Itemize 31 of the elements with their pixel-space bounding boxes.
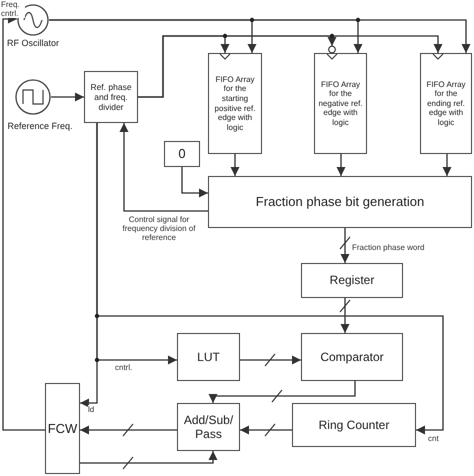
arrow (336, 154, 346, 176)
comparator-box: Comparator (301, 333, 403, 381)
arrow (181, 167, 208, 198)
lut-box: LUT (177, 333, 240, 381)
fifo-box: FIFO Array for the ending ref. edge with logic (420, 53, 472, 154)
register-box: Register (301, 263, 403, 298)
fifo-box: FIFO Array for the starting positive ref. edge with logic (208, 53, 262, 154)
node-label: RF Oscillator (6, 38, 60, 48)
arrow (340, 228, 350, 263)
arrow (230, 154, 240, 176)
adder-box: Add/Sub/ Pass (177, 403, 240, 451)
arrow (340, 298, 350, 333)
edge-label: Freq. cntrl. (1, 0, 25, 18)
arrow (208, 381, 356, 403)
arrow (240, 425, 292, 435)
arrow (119, 123, 208, 212)
arrow (51, 92, 84, 102)
constant-box: 0 (164, 141, 200, 167)
arrow (80, 123, 98, 408)
process-box: Fraction phase bit generation (208, 176, 472, 228)
arrow (138, 35, 443, 98)
arrow (442, 154, 452, 176)
fifo-box: FIFO Array for the negative ref. edge with logic (314, 53, 367, 154)
arrow (49, 19, 471, 53)
arrow (80, 451, 218, 464)
node-label: Reference Freq. (6, 121, 74, 131)
arrow (80, 425, 177, 435)
counter-box: Ring Counter (292, 403, 416, 447)
fcw-box: FCW (45, 383, 80, 474)
arrow (240, 355, 301, 365)
signal-source-circle (15, 79, 51, 115)
